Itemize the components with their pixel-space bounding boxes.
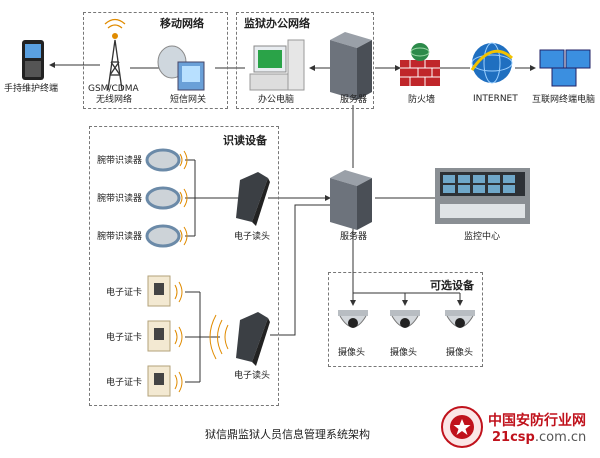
camera-label-2: 摄像头 (390, 348, 418, 358)
id-card-label-2: 电子证卡 (106, 333, 143, 343)
id-card-icon (147, 365, 183, 397)
diagram-caption: 狱信鼎监狱人员信息管理系统架构 (205, 428, 370, 441)
monitoring-center-label: 监控中心 (464, 232, 501, 242)
camera-icon (338, 310, 368, 328)
wrist-reader-label-3: 腕带识读器 (97, 232, 143, 242)
e-reader-icon (236, 172, 270, 226)
id-card-icon (147, 275, 183, 307)
optional-device-title: 可选设备 (430, 279, 474, 292)
internet-globe-icon (470, 42, 514, 84)
office-pc-icon (249, 39, 305, 91)
internet-pc-icon (539, 49, 591, 87)
wrist-reader-icon (145, 148, 188, 172)
site-logo-english: 21csp.com.cn (492, 430, 586, 445)
office-server-label: 服务器 (340, 95, 368, 105)
firewall-icon (400, 43, 440, 86)
id-card-label-3: 电子证卡 (106, 378, 143, 388)
mobile-network-title: 移动网络 (160, 17, 204, 30)
sms-gateway-icon (157, 45, 205, 91)
internet-label: INTERNET (473, 94, 518, 104)
mobile-network-group (83, 12, 228, 109)
wrist-reader-label-2: 腕带识读器 (97, 194, 143, 204)
camera-label-1: 摄像头 (338, 348, 366, 358)
site-logo-emblem-icon (441, 406, 483, 448)
wrist-reader-icon (145, 186, 188, 210)
office-server-icon (330, 32, 372, 100)
office-network-group (236, 12, 374, 109)
reader-device-group (89, 126, 279, 406)
e-reader-label-2: 电子读头 (234, 371, 271, 381)
optional-device-group (328, 272, 483, 367)
monitoring-center-icon (435, 168, 530, 224)
site-logo-domain-suffix: .com.cn (534, 430, 587, 445)
main-server-icon (330, 170, 372, 230)
handheld-terminal-icon (22, 40, 44, 80)
camera-icon (445, 310, 475, 328)
site-logo-chinese: 中国安防行业网 (488, 413, 586, 429)
e-reader-icon (209, 312, 270, 366)
site-logo-domain: 21csp (492, 430, 535, 445)
id-card-icon (147, 320, 183, 352)
gsm-label-line2: 无线网络 (96, 95, 133, 105)
e-reader-label-1: 电子读头 (234, 232, 271, 242)
main-server-label: 服务器 (340, 232, 368, 242)
handheld-terminal-label: 手持维护终端 (4, 84, 59, 94)
wrist-reader-icon (145, 224, 188, 248)
firewall-label: 防火墙 (408, 95, 436, 105)
id-card-label-1: 电子证卡 (106, 288, 143, 298)
office-pc-label: 办公电脑 (258, 95, 295, 105)
gsm-label-line1: GSM/CDMA (88, 84, 139, 94)
reader-device-title: 识读设备 (223, 134, 267, 147)
wrist-reader-label-1: 腕带识读器 (97, 156, 143, 166)
camera-label-3: 摄像头 (446, 348, 474, 358)
gsm-tower-icon (104, 18, 126, 91)
sms-gateway-label: 短信网关 (170, 95, 207, 105)
internet-pc-label: 互联网终端电脑 (532, 95, 596, 105)
office-network-title: 监狱办公网络 (244, 17, 310, 30)
camera-icon (390, 310, 420, 328)
